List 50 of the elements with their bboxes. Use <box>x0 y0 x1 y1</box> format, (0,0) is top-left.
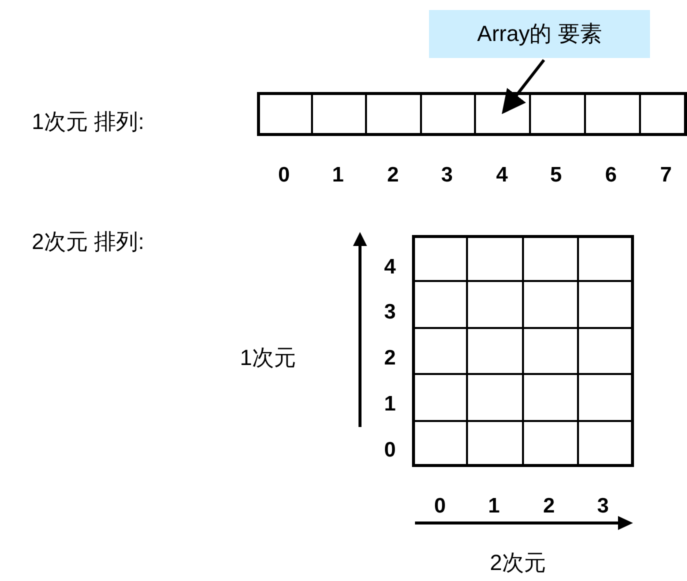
index-number: 2 <box>543 496 555 516</box>
axis-label: 2次元 <box>490 552 546 574</box>
array-cell <box>412 421 467 467</box>
array-cell <box>523 421 578 467</box>
array-cell <box>366 92 421 136</box>
array-cell <box>578 328 634 374</box>
array-cell <box>412 328 467 374</box>
array-cell <box>467 328 523 374</box>
array-cell <box>312 92 366 136</box>
array-cell <box>578 374 634 421</box>
array-cell <box>412 235 467 281</box>
index-number: 2 <box>387 164 399 186</box>
index-number: 0 <box>278 164 290 186</box>
array-cell <box>530 92 585 136</box>
index-number: 5 <box>550 164 562 186</box>
axis-label: 1次元 <box>240 347 296 369</box>
array-cell <box>412 281 467 328</box>
axis-label: 2次元 排列: <box>32 231 144 253</box>
array-cell <box>421 92 475 136</box>
array-cell <box>523 374 578 421</box>
index-number: 0 <box>384 440 396 460</box>
leader-arrow <box>502 59 546 114</box>
callout-box: Array的 要素 <box>429 10 650 58</box>
index-number: 6 <box>605 164 617 186</box>
array-cell <box>523 328 578 374</box>
index-number: 2 <box>384 348 396 368</box>
array-cell <box>257 92 312 136</box>
index-number: 1 <box>384 394 396 414</box>
array-cell <box>467 421 523 467</box>
axis-label: 1次元 排列: <box>32 111 144 133</box>
index-number: 4 <box>496 164 508 186</box>
index-number: 4 <box>384 256 396 278</box>
array-cell <box>523 235 578 281</box>
array-cell <box>578 235 634 281</box>
array-cell <box>467 374 523 421</box>
array-cell <box>467 235 523 281</box>
array-cell <box>578 421 634 467</box>
array-cell <box>578 281 634 328</box>
index-number: 0 <box>434 496 446 516</box>
array-cell <box>585 92 640 136</box>
index-number: 3 <box>441 164 453 186</box>
index-number: 7 <box>660 164 672 186</box>
array-cell <box>640 92 687 136</box>
index-number: 1 <box>332 164 344 186</box>
array-cell <box>467 281 523 328</box>
index-number: 3 <box>597 496 609 516</box>
array-cell <box>412 374 467 421</box>
index-number: 3 <box>384 302 396 322</box>
array-cell <box>523 281 578 328</box>
index-number: 1 <box>488 496 500 516</box>
